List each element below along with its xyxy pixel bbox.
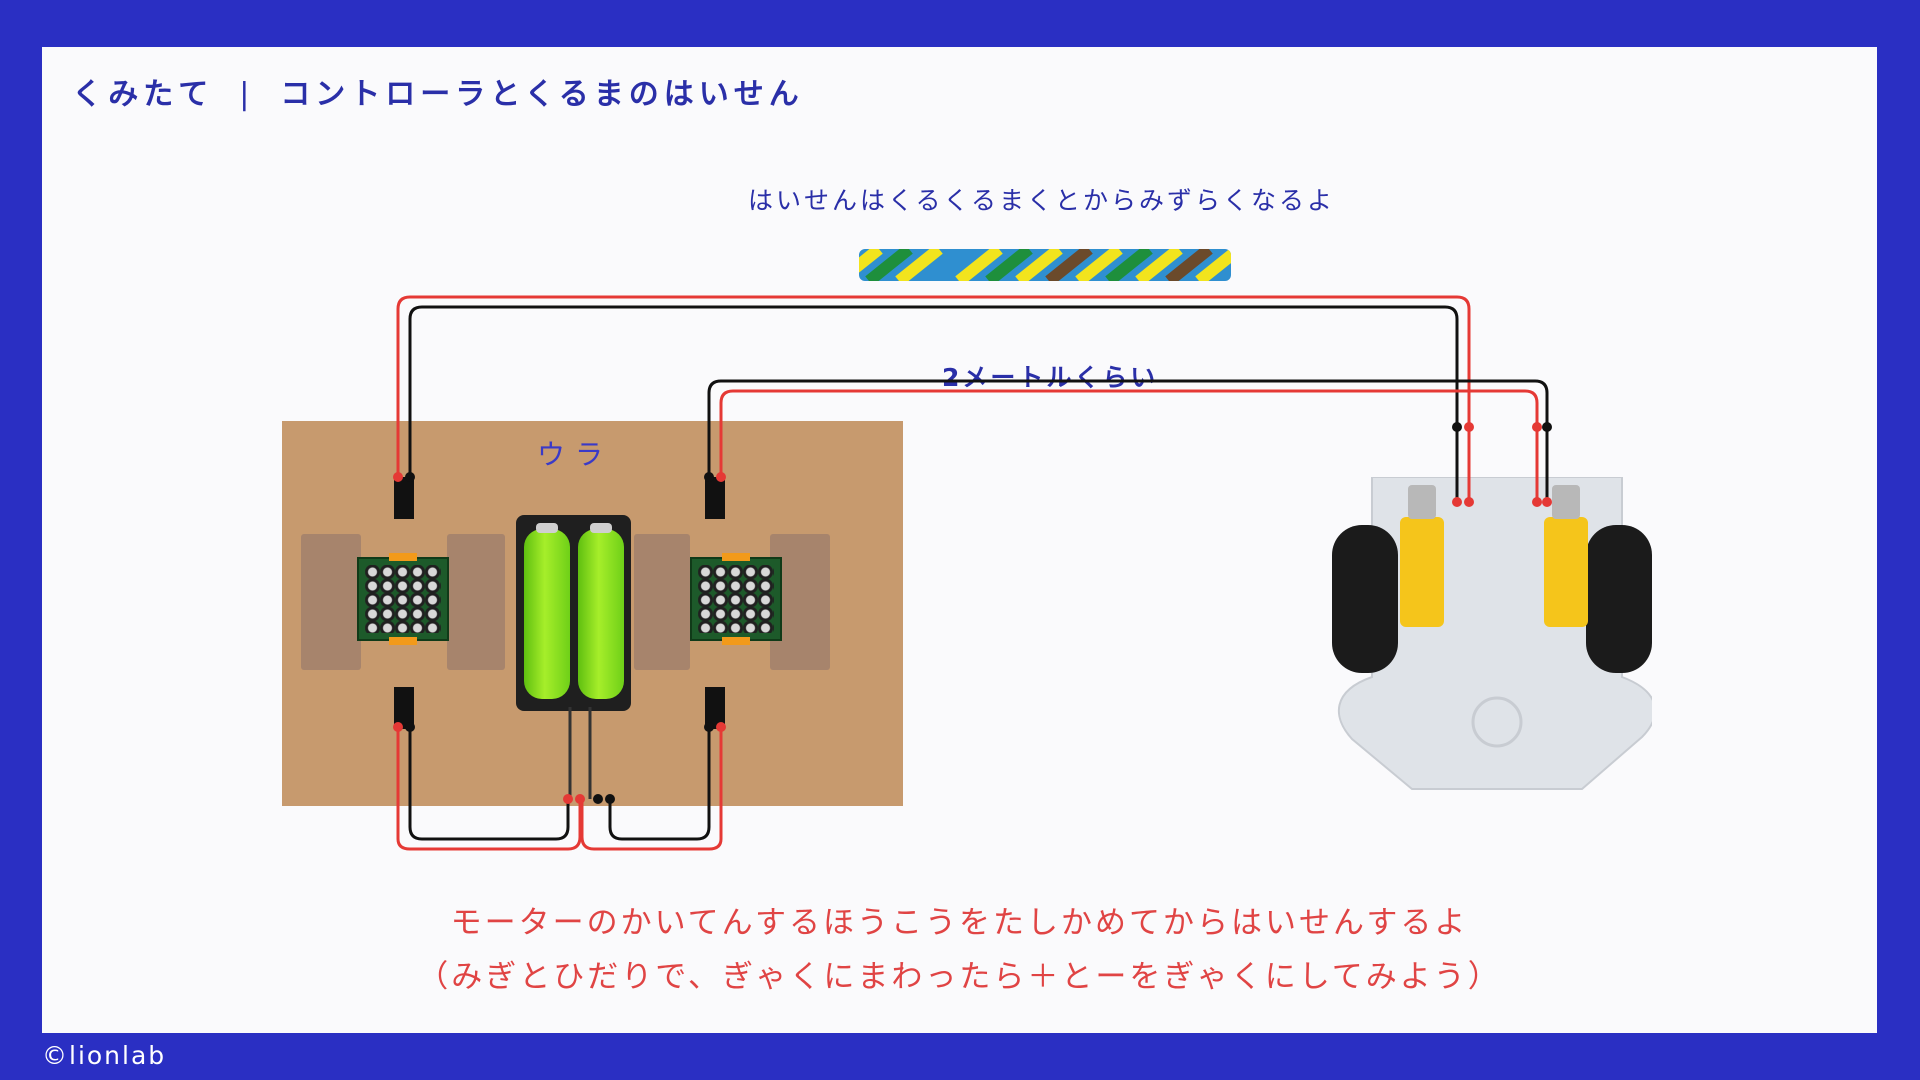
section-label: くみたて <box>72 77 214 112</box>
caption-line-2: （みぎとひだりで、ぎゃくにまわったら＋とーをぎゃくにしてみよう） <box>417 959 1502 995</box>
battery-holder <box>516 515 631 711</box>
wire-black-right-bottom <box>608 727 711 841</box>
slide: くみたて | コントローラとくるまのはいせん はいせんはくるくるまくとからみずらくな… <box>42 47 1877 1033</box>
battery-cell <box>578 523 624 699</box>
twist-wire-label: はいせんはくるくるまくとからみずらくなるよ <box>748 186 1336 215</box>
wire-red-left-bottom <box>396 727 582 851</box>
wiring-diagram <box>393 295 1552 851</box>
wire-red-right-bottom <box>580 727 723 851</box>
switch-module-right <box>690 553 782 645</box>
twisted-wire-image <box>859 249 1231 281</box>
wire-black-left-top <box>408 305 1459 502</box>
switch-module-left <box>357 553 449 645</box>
battery-cell <box>524 523 570 699</box>
slide-header: くみたて | コントローラとくるまのはいせん <box>72 69 804 113</box>
wire-red-right-top <box>719 389 1539 502</box>
slide-title: コントローラとくるまのはいせん <box>280 77 804 112</box>
copyright: ©lionlab <box>42 1041 167 1070</box>
wire-black-left-bottom <box>408 727 570 841</box>
header-separator: | <box>239 77 255 112</box>
wire-black-right-top <box>707 379 1549 502</box>
tape-left-inner <box>447 534 505 670</box>
tape-right-inner <box>634 534 690 670</box>
wire-length-label: 2メートルくらい <box>942 363 1159 392</box>
wire-red-left-top <box>396 295 1471 502</box>
caption-line-1: モーターのかいてんするほうこうをたしかめてからはいせんするよ <box>450 905 1469 941</box>
back-side-label: ウラ <box>537 438 614 471</box>
tape-left-outer <box>301 534 361 670</box>
connector-pins <box>393 422 1552 804</box>
robot-car <box>1332 477 1652 790</box>
